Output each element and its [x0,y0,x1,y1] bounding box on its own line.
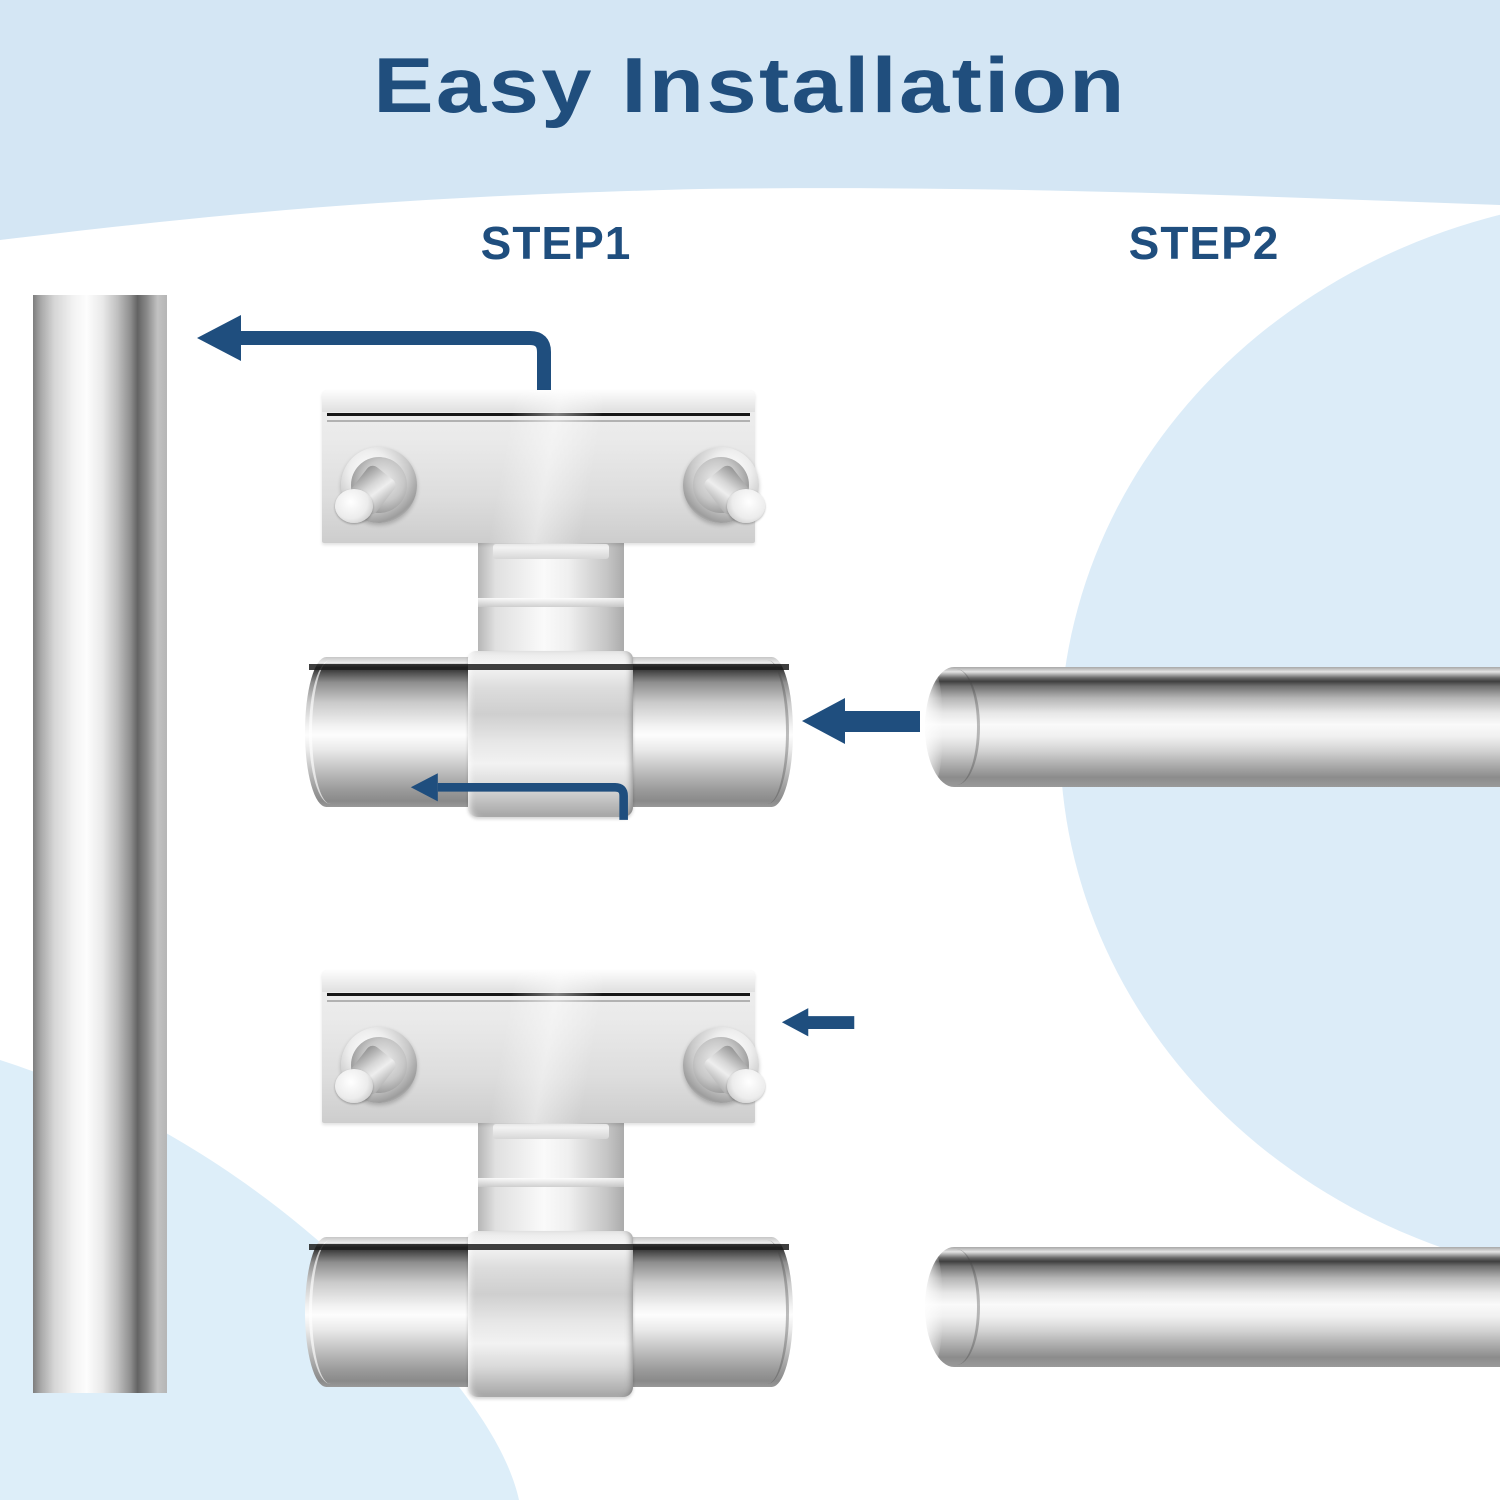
step2-label: STEP2 [1128,217,1280,269]
page-title: Easy Installation [373,41,1127,129]
left-arrow-icon [781,1008,855,1037]
plate-groove-line [327,1000,750,1002]
elbow-left-arrow-icon [437,783,628,820]
mounting-plate [322,970,765,1123]
bracket-connector [478,1122,624,1234]
horizontal-pole [925,1247,1500,1367]
mounting-plate [322,390,765,543]
plate-groove-line [327,420,750,422]
assembly-arrows [410,773,855,1037]
bracket-connector [478,542,624,654]
left-arrow-icon [802,698,920,744]
vertical-pole [33,295,167,1393]
bolt-cap [335,1069,373,1103]
plate-seam-line [327,993,750,996]
clamp-sleeve [468,1231,633,1397]
assembly-bottom [0,580,1500,1500]
pole-top-seam [309,1244,789,1250]
bolt-right [683,1027,765,1103]
bolt-left [335,447,417,523]
bolt-left [335,1027,417,1103]
plate-bevel [322,390,755,412]
bolt-cap [335,489,373,523]
elbow-left-arrow-icon [241,331,551,391]
elbow-left-arrowhead-icon [410,773,438,802]
bolt-cap [727,1069,765,1103]
horizontal-pole [925,667,1500,787]
pole-top-seam [309,664,789,670]
bolt-cap [727,489,765,523]
elbow-left-arrowhead-icon [197,315,241,361]
bolt-right [683,447,765,523]
plate-seam-line [327,413,750,416]
plate-bevel [322,970,755,992]
step1-label: STEP1 [480,217,632,269]
top-band-shape [0,0,1500,240]
